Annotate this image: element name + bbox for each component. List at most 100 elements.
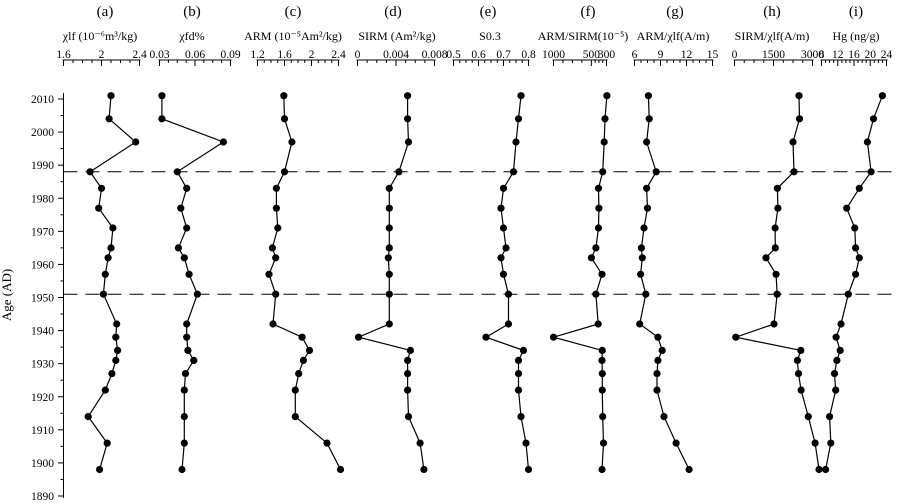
data-point bbox=[482, 333, 490, 341]
data-point bbox=[269, 320, 277, 328]
data-point bbox=[599, 413, 607, 421]
data-point bbox=[598, 346, 606, 354]
data-point bbox=[855, 184, 863, 192]
data-point bbox=[174, 244, 182, 252]
x-tick-label: 6 bbox=[632, 49, 638, 61]
data-point bbox=[594, 184, 603, 192]
series-line bbox=[356, 95, 425, 470]
x-tick-label: 300 bbox=[598, 49, 616, 61]
data-point bbox=[95, 204, 103, 212]
data-point bbox=[184, 346, 192, 354]
data-point bbox=[299, 356, 307, 364]
data-point bbox=[497, 204, 505, 212]
y-tick-label: 2010 bbox=[31, 94, 54, 106]
y-tick-label: 1970 bbox=[31, 226, 54, 238]
data-point bbox=[404, 92, 412, 100]
data-point bbox=[158, 115, 166, 123]
data-point bbox=[336, 465, 345, 474]
data-point bbox=[594, 320, 602, 328]
data-point bbox=[105, 115, 113, 123]
x-tick-label: 3000 bbox=[801, 49, 824, 61]
data-point bbox=[638, 254, 646, 262]
data-point bbox=[851, 224, 859, 232]
x-tick-label: 0.004 bbox=[383, 49, 409, 61]
data-point bbox=[272, 204, 280, 212]
x-tick-label: 12 bbox=[832, 49, 844, 61]
data-point bbox=[643, 184, 651, 192]
data-point bbox=[640, 224, 648, 232]
data-point bbox=[643, 204, 652, 212]
data-point bbox=[654, 356, 662, 364]
x-tick-label: 9 bbox=[658, 49, 664, 61]
x-tick-label: 16 bbox=[848, 49, 860, 61]
data-point bbox=[107, 244, 115, 252]
data-point bbox=[280, 168, 289, 176]
data-point bbox=[180, 254, 188, 262]
x-tick-label: 24 bbox=[881, 49, 893, 61]
data-point bbox=[404, 356, 412, 364]
data-point bbox=[643, 138, 651, 146]
data-point bbox=[104, 254, 112, 262]
data-point bbox=[265, 270, 273, 278]
data-point bbox=[837, 320, 845, 328]
data-point bbox=[416, 439, 424, 447]
data-point bbox=[524, 465, 533, 474]
data-point bbox=[114, 346, 122, 354]
data-point bbox=[132, 138, 140, 146]
y-tick-label: 1910 bbox=[31, 425, 54, 437]
data-point bbox=[113, 320, 121, 328]
x-tick-label: 1.2 bbox=[250, 49, 265, 61]
data-point bbox=[598, 386, 606, 394]
data-point bbox=[833, 356, 841, 364]
data-point bbox=[512, 138, 520, 146]
data-point bbox=[404, 386, 412, 394]
data-point bbox=[869, 115, 878, 123]
x-tick-label: 2 bbox=[309, 49, 315, 61]
data-point bbox=[793, 356, 802, 364]
data-point bbox=[762, 254, 770, 262]
data-point bbox=[636, 320, 644, 328]
data-point bbox=[385, 224, 393, 232]
data-point bbox=[190, 356, 198, 364]
data-point bbox=[108, 370, 116, 378]
panel-axis-title: SIRM/χlf(A/m) bbox=[735, 29, 810, 43]
data-point bbox=[832, 333, 840, 341]
data-point bbox=[107, 92, 115, 100]
data-point bbox=[773, 290, 781, 298]
data-point bbox=[774, 204, 782, 212]
panel-letter: (g) bbox=[666, 4, 684, 20]
data-point bbox=[653, 386, 661, 394]
data-point bbox=[804, 413, 812, 421]
panel-axis-title: χlf (10⁻⁶m³/kg) bbox=[62, 29, 137, 43]
data-point bbox=[642, 290, 650, 298]
x-tick-label: 1000 bbox=[542, 49, 565, 61]
data-point bbox=[86, 168, 94, 176]
data-point bbox=[844, 290, 852, 298]
data-point bbox=[514, 370, 523, 378]
data-point bbox=[654, 333, 662, 341]
data-point bbox=[598, 356, 606, 364]
data-point bbox=[99, 290, 107, 298]
data-point bbox=[652, 168, 660, 176]
panel-axis-title: ARM/SIRM(10⁻⁵) bbox=[538, 29, 629, 43]
data-point bbox=[598, 270, 606, 278]
x-tick-label: 15 bbox=[707, 49, 719, 61]
y-tick-label: 1940 bbox=[31, 326, 54, 338]
data-point bbox=[272, 290, 280, 298]
x-tick-label: 0.06 bbox=[185, 49, 205, 61]
data-point bbox=[502, 244, 510, 252]
data-point bbox=[822, 465, 830, 474]
data-point bbox=[101, 386, 109, 394]
data-point bbox=[404, 138, 413, 146]
y-tick-label: 1900 bbox=[31, 458, 54, 470]
data-point bbox=[522, 439, 530, 447]
data-point bbox=[280, 115, 289, 123]
data-point bbox=[645, 115, 653, 123]
data-point bbox=[789, 138, 797, 146]
data-point bbox=[291, 386, 299, 394]
data-point bbox=[499, 270, 508, 278]
data-point bbox=[219, 138, 227, 146]
